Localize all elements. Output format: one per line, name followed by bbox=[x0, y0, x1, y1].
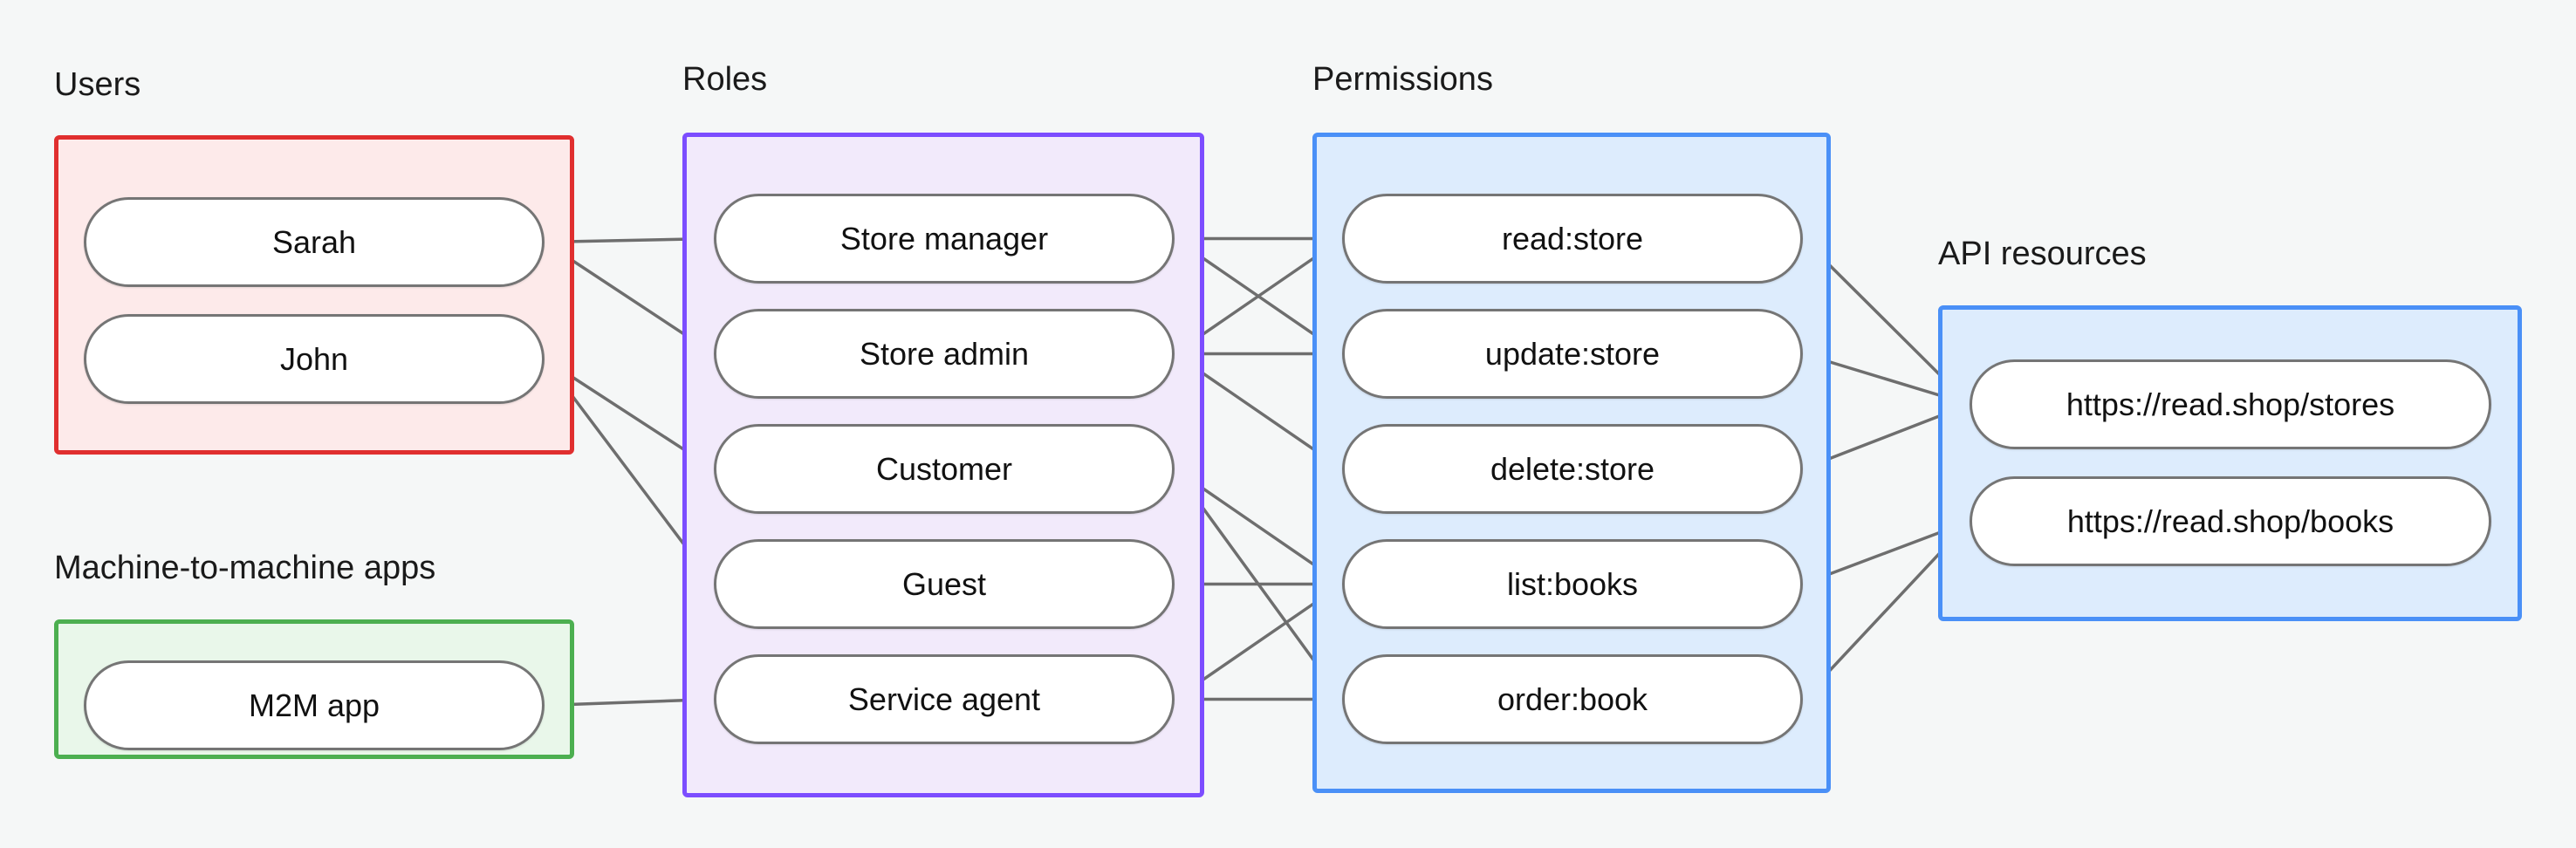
node-label-order_book: order:book bbox=[1497, 680, 1648, 717]
node-label-sarah: Sarah bbox=[271, 223, 357, 260]
node-john[interactable]: John bbox=[84, 314, 545, 404]
node-order_book[interactable]: order:book bbox=[1342, 654, 1803, 744]
node-label-read_store: read:store bbox=[1501, 220, 1644, 256]
node-m2m_app[interactable]: M2M app bbox=[84, 660, 545, 750]
node-customer[interactable]: Customer bbox=[714, 424, 1175, 514]
node-label-service_agent: Service agent bbox=[847, 680, 1041, 717]
node-label-john: John bbox=[279, 340, 349, 377]
node-read_store[interactable]: read:store bbox=[1342, 194, 1803, 284]
node-guest[interactable]: Guest bbox=[714, 539, 1175, 629]
group-label-permissions: Permissions bbox=[1312, 61, 1493, 98]
node-service_agent[interactable]: Service agent bbox=[714, 654, 1175, 744]
node-store_admin[interactable]: Store admin bbox=[714, 309, 1175, 399]
group-label-users: Users bbox=[54, 66, 141, 103]
node-label-customer: Customer bbox=[875, 450, 1013, 487]
node-res_books[interactable]: https://read.shop/books bbox=[1970, 476, 2491, 566]
node-label-res_books: https://read.shop/books bbox=[2066, 503, 2394, 539]
node-label-store_admin: Store admin bbox=[859, 335, 1030, 372]
group-label-roles: Roles bbox=[682, 61, 768, 98]
node-store_manager[interactable]: Store manager bbox=[714, 194, 1175, 284]
node-label-list_books: list:books bbox=[1506, 565, 1639, 602]
node-sarah[interactable]: Sarah bbox=[84, 197, 545, 287]
node-delete_store[interactable]: delete:store bbox=[1342, 424, 1803, 514]
node-label-res_stores: https://read.shop/stores bbox=[2066, 386, 2395, 422]
node-label-m2m_app: M2M app bbox=[248, 687, 380, 723]
node-update_store[interactable]: update:store bbox=[1342, 309, 1803, 399]
group-label-m2m: Machine-to-machine apps bbox=[54, 550, 436, 586]
group-box-users bbox=[54, 135, 574, 455]
node-list_books[interactable]: list:books bbox=[1342, 539, 1803, 629]
group-label-api_resources: API resources bbox=[1938, 236, 2147, 272]
node-res_stores[interactable]: https://read.shop/stores bbox=[1970, 359, 2491, 449]
node-label-delete_store: delete:store bbox=[1490, 450, 1655, 487]
group-box-api_resources bbox=[1938, 305, 2522, 621]
node-label-guest: Guest bbox=[901, 565, 987, 602]
node-label-update_store: update:store bbox=[1484, 335, 1661, 372]
node-label-store_manager: Store manager bbox=[839, 220, 1049, 256]
